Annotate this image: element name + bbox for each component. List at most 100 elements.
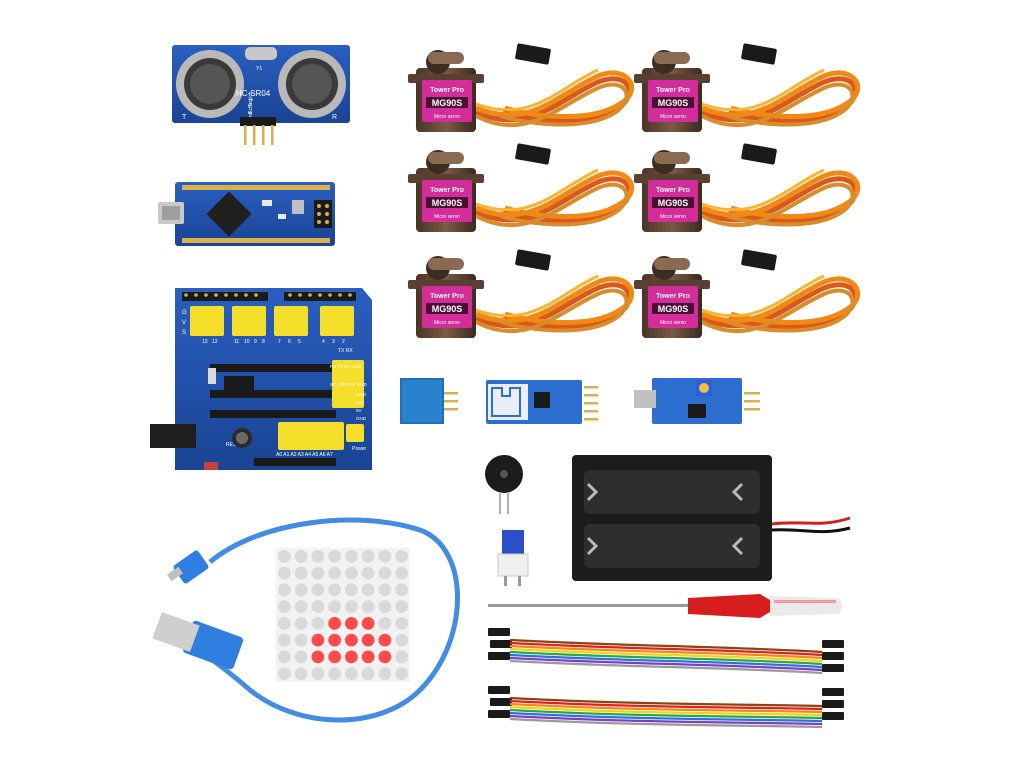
led-dot [328,583,341,597]
led-dot [378,583,392,597]
led-dot [378,617,392,630]
led-dot [311,566,325,580]
svg-text:13: 13 [202,339,208,345]
led-dot [294,650,308,664]
svg-text:4: 4 [322,339,325,345]
led-dot [278,667,291,680]
led-dot [328,600,341,613]
svg-text:RX TX 5V GND: RX TX 5V GND [330,364,362,369]
svg-text:MG90S: MG90S [432,304,463,314]
svg-text:Micro servo: Micro servo [434,320,460,326]
servo-motor: Tower Pro MG90S Micro servo [408,249,632,338]
led-dot [395,600,408,613]
svg-text:Power: Power [352,446,367,452]
svg-text:3V3: 3V3 [356,400,365,405]
svg-text:5V: 5V [356,408,362,413]
led-dot [294,617,308,630]
led-dot [345,566,358,580]
led-dot [378,566,392,580]
led-dot [378,633,392,647]
led-dot [328,550,341,563]
sensor-t-mark: T [182,114,187,121]
bluetooth-module [486,380,598,424]
led-dot [311,617,325,630]
led-dot [278,617,291,630]
svg-text:V: V [182,320,186,326]
svg-text:GND: GND [356,416,367,421]
svg-text:Micro servo: Micro servo [660,214,686,220]
led-dot [378,600,392,613]
svg-text:Tower Pro: Tower Pro [656,87,690,94]
svg-text:12: 12 [212,339,218,345]
screwdriver [488,594,842,618]
led-dot [294,633,308,647]
led-dot [294,550,308,563]
digital-header-yellow [190,306,364,450]
svg-text:Micro servo: Micro servo [660,320,686,326]
led-dot [311,633,325,647]
servo-motor: Tower Pro MG90S Micro servo [408,143,632,232]
led-dot [345,550,358,563]
svg-text:Gnd: Gnd [248,111,254,121]
led-dot [311,650,325,664]
ultrasonic-sensor: Y1 HC-SR04 T R Vcc Trig Echo Gnd [172,45,350,145]
svg-text:A0 A1 A2 A3 A4 A5 A6 A7: A0 A1 A2 A3 A4 A5 A6 A7 [276,452,333,458]
servo-motor: Tower Pro MG90S Micro servo [634,249,858,338]
usb-cable [152,517,460,723]
svg-text:SCL SDA 5V GND: SCL SDA 5V GND [330,382,368,387]
led-dot [311,600,325,613]
svg-text:6: 6 [288,339,291,345]
svg-text:Micro servo: Micro servo [660,114,686,120]
sensor-shield-board: G V S 13 12 11 10 9 8 7 6 5 4 3 2 TX RX … [150,288,372,470]
led-dot [361,633,375,647]
servo-motor: Tower Pro MG90S Micro servo [634,143,858,232]
led-dot [328,667,341,680]
led-dot [328,617,341,630]
led-dot [361,667,375,680]
svg-text:9: 9 [254,339,257,345]
servo-motor: Tower Pro MG90S Micro servo [408,43,632,132]
svg-text:Micro servo: Micro servo [434,114,460,120]
led-dot [378,550,392,563]
buzzer [485,455,523,514]
led-dot [345,667,358,680]
led-dot [345,600,358,613]
led-dot [395,617,408,630]
svg-text:Tower Pro: Tower Pro [656,187,690,194]
svg-text:Vcc: Vcc [248,91,254,100]
led-dot [361,583,375,597]
led-dot [395,566,408,580]
led-dot [294,600,308,613]
svg-text:MG90S: MG90S [432,198,463,208]
led-dot [278,600,291,613]
svg-text:MG90S: MG90S [658,304,689,314]
svg-text:Echo: Echo [248,102,254,114]
led-matrix [276,548,410,682]
led-dot [378,650,392,664]
battery-holder [572,455,851,581]
svg-text:Tower Pro: Tower Pro [656,293,690,300]
svg-text:Tower Pro: Tower Pro [430,87,464,94]
jumper-wires [488,628,844,729]
led-dot [395,550,408,563]
svg-text:10: 10 [244,339,250,345]
svg-text:Micro servo: Micro servo [434,214,460,220]
led-dot [361,566,375,580]
led-dot [294,566,308,580]
svg-text:Tower Pro: Tower Pro [430,187,464,194]
rotation-module [400,378,458,424]
svg-text:3: 3 [332,339,335,345]
led-dot [328,566,341,580]
led-dot [345,617,358,630]
led-dot [345,650,358,664]
svg-text:7: 7 [278,339,281,345]
led-dot [278,650,291,664]
digital-pin-labels: 13 12 11 10 9 8 7 6 5 4 3 2 [202,339,345,345]
sensor-r-mark: R [332,114,337,121]
led-dot [361,600,375,613]
svg-text:8: 8 [262,339,265,345]
svg-text:MG90S: MG90S [658,98,689,108]
svg-text:TX RX: TX RX [338,348,353,354]
svg-text:5: 5 [298,339,301,345]
